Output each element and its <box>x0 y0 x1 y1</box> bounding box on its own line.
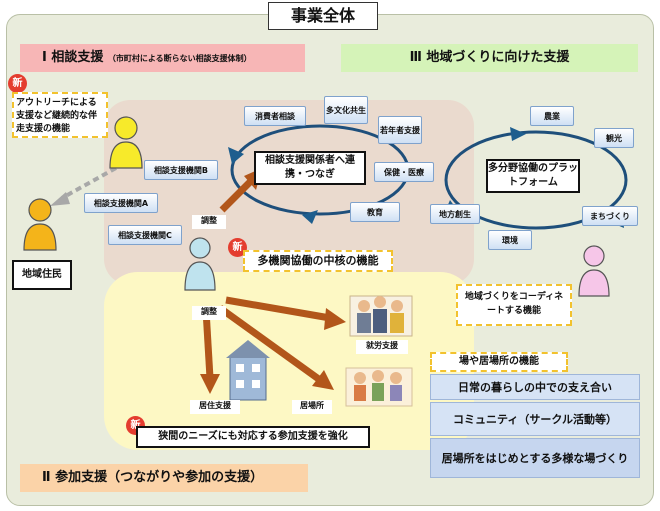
coordinator-person-icon <box>184 237 216 291</box>
section-2-header: Ⅱ 参加支援（つながりや参加の支援） <box>20 464 308 492</box>
narrow-needs-box: 狭間のニーズにも対応する参加支援を強化 <box>136 426 370 448</box>
section-1-subtitle: （市町村による断らない相談支援体制） <box>107 54 252 63</box>
cluster-1-center: 相談支援関係者へ連携・つなぎ <box>254 151 366 185</box>
outreach-note: アウトリーチによる支援など継続的な伴走支援の機能 <box>12 92 108 138</box>
arrow-to-place <box>217 305 323 383</box>
chip-tourism: 観光 <box>594 128 634 148</box>
section-1-header: Ⅰ 相談支援 （市町村による断らない相談支援体制） <box>20 44 305 72</box>
function-card-header: 場や居場所の機能 <box>430 352 568 372</box>
adjust-label-1: 調整 <box>192 215 226 229</box>
function-item-diverse-places: 居場所をはじめとする多様な場づくり <box>430 438 640 478</box>
place-label: 居場所 <box>292 400 332 414</box>
employment-people-icon <box>349 295 413 337</box>
new-badge-outreach: 新 <box>8 74 27 93</box>
agency-b-chip: 相談支援機関B <box>144 160 218 180</box>
coordinator-note: 地域づくりをコーディネートする機能 <box>456 284 572 326</box>
local-resident-box: 地域住民 <box>12 260 72 290</box>
chip-agriculture: 農業 <box>530 106 574 126</box>
arrow-to-employment-head <box>324 308 346 330</box>
chip-youth-support: 若年者支援 <box>378 116 422 144</box>
cluster-1-ring-arrow-1 <box>228 147 244 164</box>
adjust-label-2: 調整 <box>192 306 226 320</box>
chip-town-planning: まちづくり <box>582 206 638 226</box>
agency-c-chip: 相談支援機関C <box>108 225 182 245</box>
chip-consumer-consultation: 消費者相談 <box>244 106 306 126</box>
chip-multicultural: 多文化共生 <box>324 96 368 124</box>
chip-education: 教育 <box>350 202 400 222</box>
new-badge-core: 新 <box>228 238 247 257</box>
chip-environment: 環境 <box>488 230 532 250</box>
section-3-header: Ⅲ 地域づくりに向けた支援 <box>341 44 638 72</box>
arrow-to-housing-head <box>200 374 220 394</box>
housing-support-label: 居住支援 <box>190 400 240 414</box>
function-item-mutual-support: 日常の暮らしの中での支え合い <box>430 374 640 400</box>
place-people-icon <box>345 367 413 407</box>
employment-support-label: 就労支援 <box>356 340 408 354</box>
outreach-arrow-head <box>50 192 70 206</box>
cluster-3-ring <box>444 130 628 230</box>
arrow-to-housing <box>202 309 214 379</box>
outreach-arrow <box>61 166 117 200</box>
chip-regional-revitalization: 地方創生 <box>430 204 480 224</box>
coordination-arrows <box>200 168 346 394</box>
arrow-to-cluster-1 <box>219 177 255 213</box>
yellow-person-icon <box>109 116 143 169</box>
chip-health-medical: 保健・医療 <box>374 162 434 182</box>
arrow-to-employment <box>225 296 331 322</box>
housing-building-icon <box>226 340 270 401</box>
multi-agency-core-note: 多機関協働の中核の機能 <box>243 250 393 272</box>
cluster-3-center: 多分野協働のプラットフォーム <box>486 159 580 193</box>
agency-a-chip: 相談支援機関A <box>84 193 158 213</box>
arrow-to-place-head <box>312 370 334 390</box>
function-item-community: コミュニティ（サークル活動等） <box>430 402 640 436</box>
cluster-1-ring-arrow-2 <box>302 210 318 224</box>
regional-coordinator-person-icon <box>578 245 610 297</box>
section-1-label: Ⅰ 相談支援 <box>42 50 104 65</box>
cluster-3-ring-arrow-1 <box>510 127 526 141</box>
diagram-title: 事業全体 <box>268 2 378 30</box>
resident-person-icon <box>23 198 57 251</box>
